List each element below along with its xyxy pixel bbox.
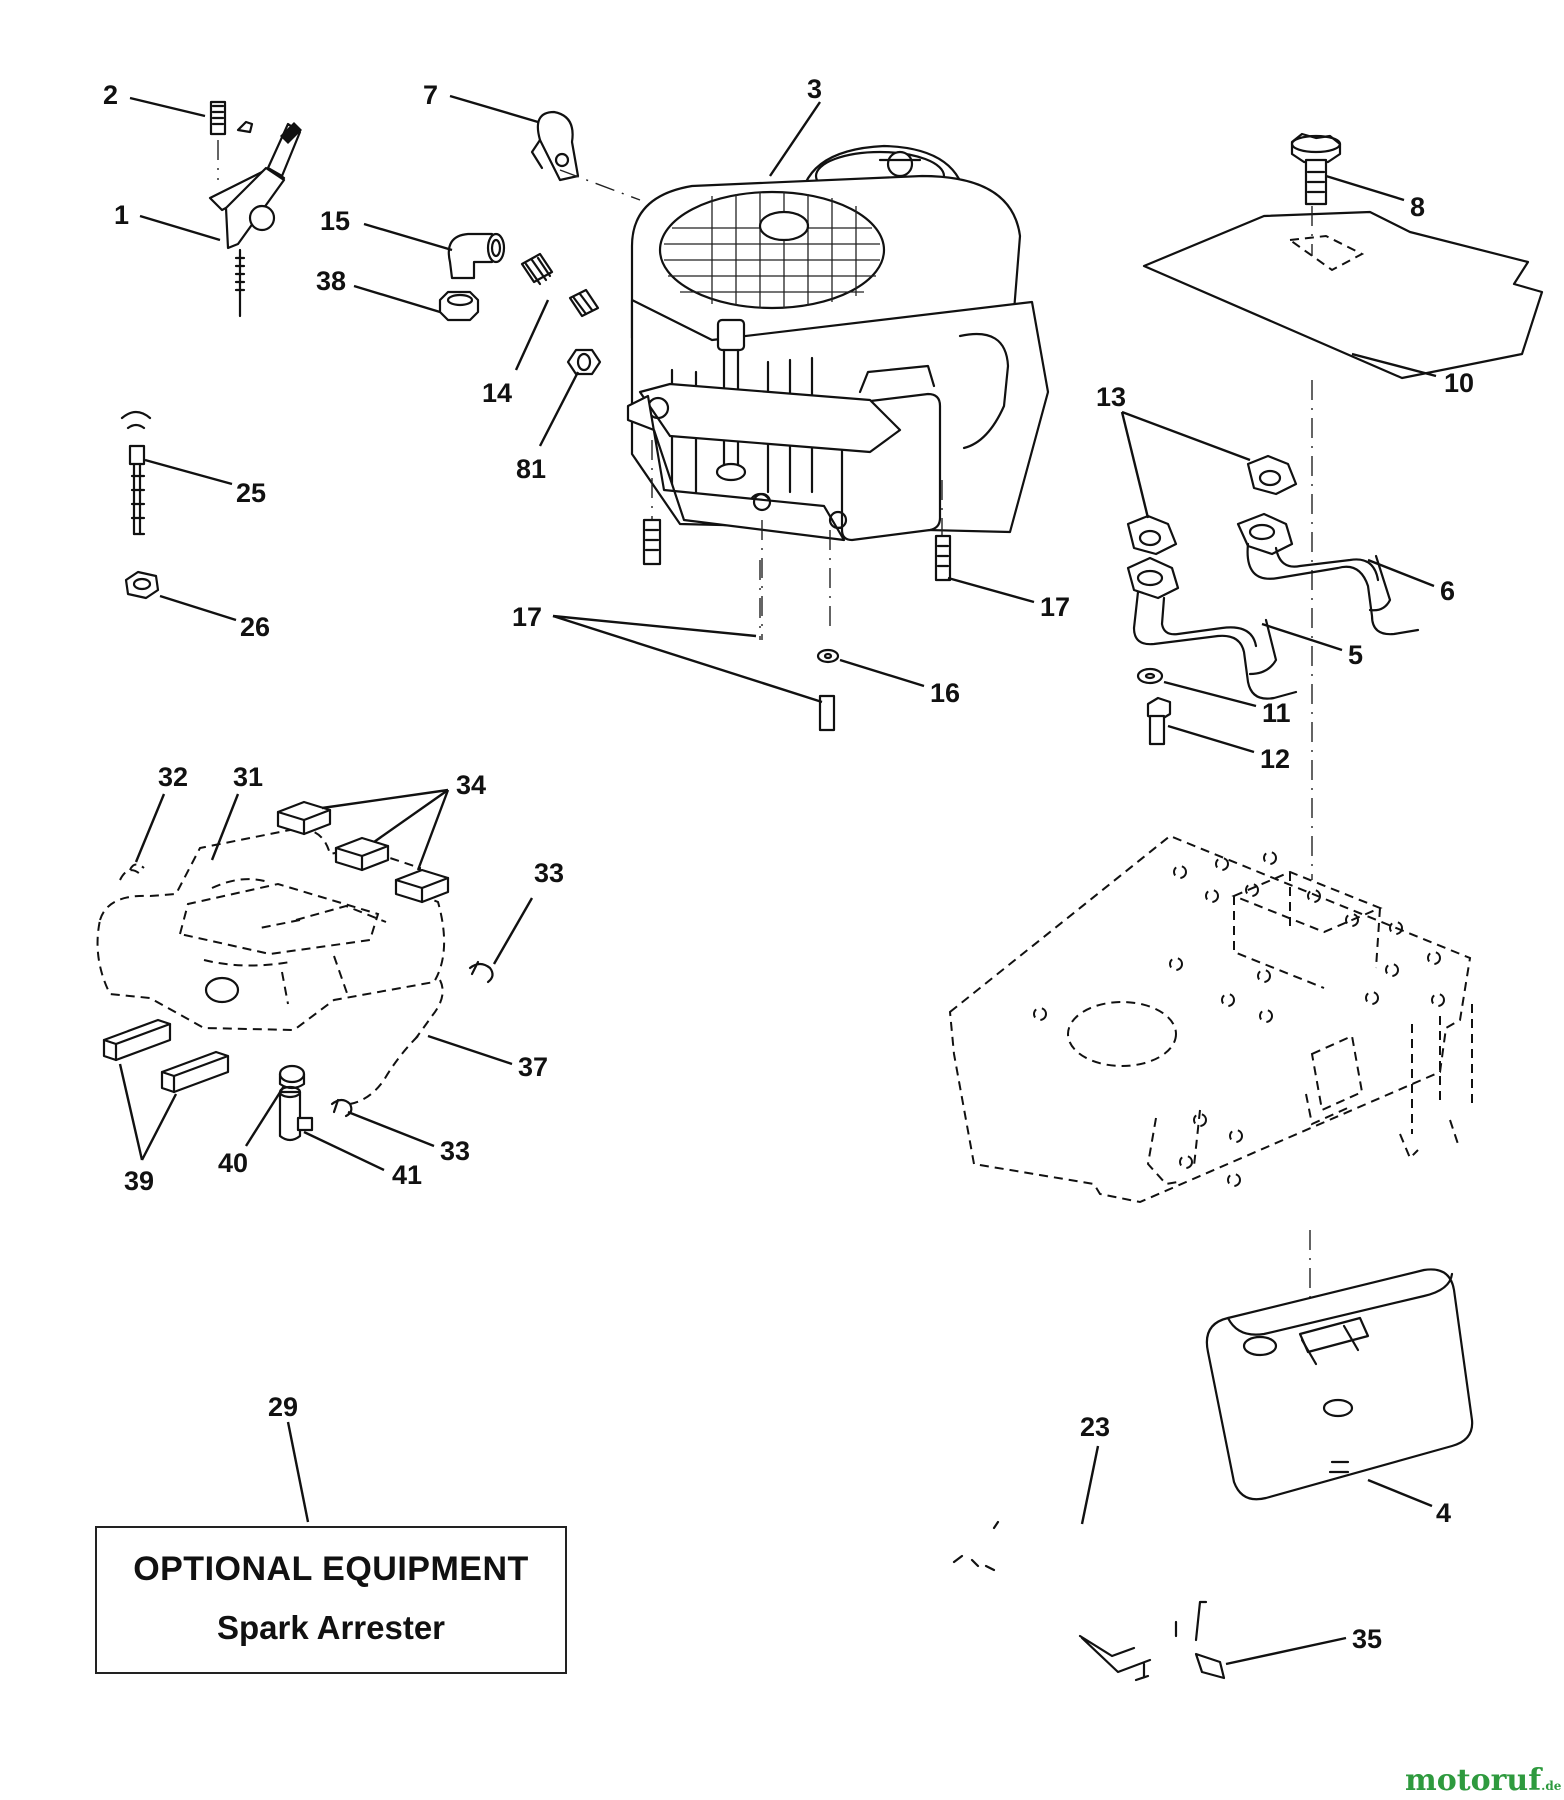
callout-33-top: 33 [534, 858, 564, 888]
gasket-13-b [1126, 514, 1178, 556]
engine-3 [626, 144, 1050, 640]
callout-23: 23 [1080, 1412, 1110, 1442]
callout-25: 25 [236, 478, 266, 508]
valve-40 [278, 1064, 306, 1090]
pad-34-b [334, 836, 390, 872]
callout-7: 7 [423, 80, 438, 110]
watermark-brand: motoruf [1405, 1763, 1542, 1798]
pad-39-a [102, 1018, 172, 1062]
clamp-33-top [468, 960, 494, 984]
callout-10: 10 [1444, 368, 1474, 398]
callout-32: 32 [158, 762, 188, 792]
callout-12: 12 [1260, 744, 1290, 774]
callout-17-left: 17 [512, 602, 542, 632]
optional-equipment-subtitle: Spark Arrester [216, 1609, 446, 1646]
optional-equipment-title: OPTIONAL EQUIPMENT [133, 1550, 529, 1588]
exhaust-pipe-5 [1126, 556, 1298, 700]
heat-shield-10 [1142, 210, 1544, 380]
optional-equipment-box: OPTIONAL EQUIPMENT Spark Arrester [95, 1526, 567, 1674]
cable-clip-7 [530, 110, 580, 182]
callout-14: 14 [482, 378, 512, 408]
bolt-17-b [934, 534, 952, 582]
callout-31: 31 [233, 762, 263, 792]
clamp-33-bottom [330, 1098, 353, 1118]
screw-12 [1146, 696, 1172, 746]
callout-26: 26 [240, 612, 270, 642]
callout-4: 4 [1436, 1498, 1451, 1528]
callout-6: 6 [1440, 576, 1455, 606]
bolt-8 [1290, 132, 1342, 206]
washer-11 [1136, 667, 1164, 685]
elbow-fitting-15 [447, 232, 506, 280]
nipple-14 [520, 252, 600, 318]
pad-34-c [394, 868, 450, 904]
callout-37: 37 [518, 1052, 548, 1082]
watermark-tld: .de [1541, 1779, 1562, 1793]
fitting-41 [278, 1085, 314, 1142]
arrester-bracket-35 [1078, 1600, 1226, 1682]
callout-39: 39 [124, 1166, 154, 1196]
nut-26 [124, 570, 160, 600]
callout-16: 16 [930, 678, 960, 708]
fuel-line-37 [349, 979, 444, 1105]
muffler-4 [1205, 1268, 1474, 1501]
bolt-17-c [818, 694, 836, 732]
stud-25 [120, 410, 152, 536]
pad-39-b [160, 1050, 230, 1094]
fuel-tank-31 [96, 828, 446, 1032]
callout-3: 3 [807, 74, 822, 104]
callout-35: 35 [1352, 1624, 1382, 1654]
tractor-frame-reference [948, 834, 1473, 1204]
callout-13: 13 [1096, 382, 1126, 412]
callout-33-bottom: 33 [440, 1136, 470, 1166]
callout-40: 40 [218, 1148, 248, 1178]
callout-38: 38 [316, 266, 346, 296]
throttle-control-assembly [208, 100, 302, 318]
callout-29: 29 [268, 1392, 298, 1422]
gasket-13-a [1246, 454, 1298, 496]
watermark-logo: motoruf.de [1405, 1766, 1561, 1796]
callout-15: 15 [320, 206, 350, 236]
cap-38 [438, 290, 480, 322]
callout-41: 41 [392, 1160, 422, 1190]
callout-5: 5 [1348, 640, 1363, 670]
pad-34-a [276, 800, 332, 836]
callout-34: 34 [456, 770, 486, 800]
callout-17-right: 17 [1040, 592, 1070, 622]
screen-23 [952, 1520, 1000, 1572]
exhaust-pipe-6 [1236, 512, 1420, 636]
callout-81: 81 [516, 454, 546, 484]
washer-16 [816, 648, 840, 664]
bolt-17-a [642, 518, 662, 566]
callout-11: 11 [1262, 698, 1291, 728]
callout-2: 2 [103, 80, 118, 110]
callout-1: 1 [114, 200, 129, 230]
callout-8: 8 [1410, 192, 1425, 222]
